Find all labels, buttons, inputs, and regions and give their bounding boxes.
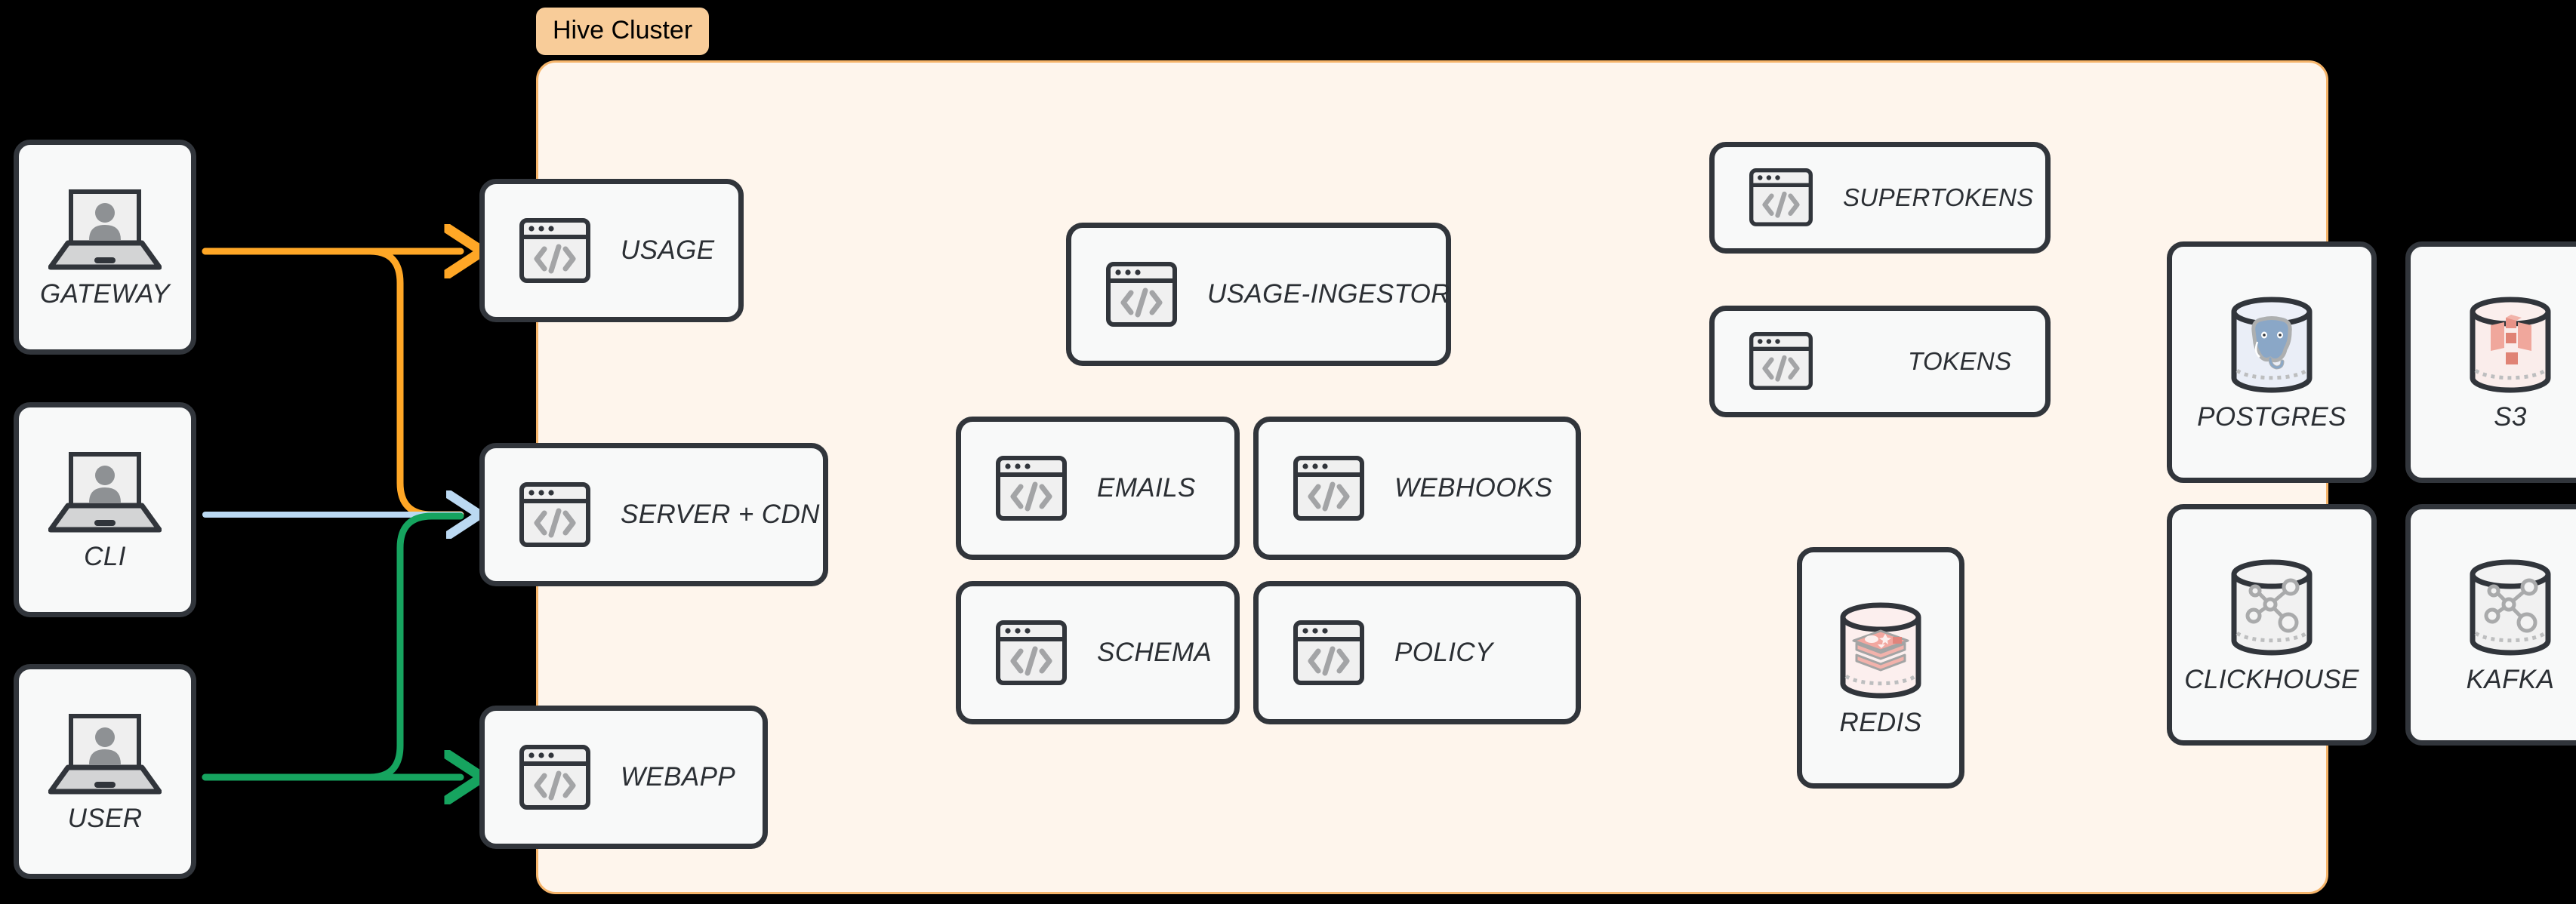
service-node-supertokens[interactable]: SUPERTOKENS (1709, 142, 2051, 254)
datastore-label: POSTGRES (2197, 402, 2346, 432)
service-node-emails[interactable]: EMAILS (956, 417, 1240, 560)
datastore-label: S3 (2494, 402, 2527, 432)
code-window-icon (996, 620, 1067, 685)
code-window-icon (519, 482, 590, 547)
service-node-webapp[interactable]: WEBAPP (479, 706, 768, 849)
client-node-user[interactable]: USER (14, 664, 196, 879)
code-window-icon (1106, 262, 1177, 327)
client-label: GATEWAY (40, 278, 170, 309)
code-window-icon (1293, 456, 1364, 521)
edge-gateway-server-cdn (202, 248, 464, 518)
client-label: CLI (84, 541, 126, 571)
service-label: USAGE-INGESTOR (1207, 279, 1450, 309)
code-window-icon (519, 218, 590, 283)
laptop-user-icon (48, 186, 162, 275)
client-node-cli[interactable]: CLI (14, 402, 196, 617)
client-label: USER (67, 803, 143, 833)
datastore-node-clickhouse[interactable]: CLICKHOUSE (2167, 504, 2377, 746)
datastore-node-redis[interactable]: REDIS (1797, 547, 1964, 789)
code-window-icon (996, 456, 1067, 521)
service-label: EMAILS (1097, 473, 1196, 503)
edge-user-server-cdn (202, 512, 464, 781)
datastore-node-postgres[interactable]: POSTGRES (2167, 241, 2377, 483)
postgres-cylinder-icon (2223, 292, 2320, 398)
service-label: POLICY (1394, 638, 1493, 667)
service-node-policy[interactable]: POLICY (1253, 581, 1581, 724)
service-node-usage[interactable]: USAGE (479, 179, 744, 322)
service-label: WEBAPP (621, 762, 736, 792)
service-label: SCHEMA (1097, 638, 1213, 667)
datastore-label: CLICKHOUSE (2184, 665, 2359, 694)
network-cylinder-icon (2462, 555, 2559, 660)
s3-cylinder-icon (2462, 292, 2559, 398)
datastore-label: REDIS (1839, 708, 1922, 737)
network-cylinder-icon (2223, 555, 2320, 660)
service-node-schema[interactable]: SCHEMA (956, 581, 1240, 724)
service-node-usage-ingestor[interactable]: USAGE-INGESTOR (1066, 223, 1451, 366)
datastore-node-kafka[interactable]: KAFKA (2405, 504, 2576, 746)
laptop-user-icon (48, 710, 162, 799)
service-label: USAGE (621, 235, 715, 265)
service-label: SUPERTOKENS (1843, 183, 2034, 211)
service-node-tokens[interactable]: TOKENS (1709, 306, 2051, 417)
service-node-server-cdn[interactable]: SERVER + CDN (479, 443, 828, 586)
datastore-node-s3[interactable]: S3 (2405, 241, 2576, 483)
service-label: SERVER + CDN (621, 500, 820, 529)
datastore-label: KAFKA (2466, 665, 2555, 694)
service-label: TOKENS (1908, 347, 2012, 375)
client-node-gateway[interactable]: GATEWAY (14, 140, 196, 355)
redis-cylinder-icon (1832, 598, 1929, 703)
code-window-icon (1293, 620, 1364, 685)
code-window-icon (1749, 168, 1813, 227)
code-window-icon (519, 745, 590, 810)
service-label: WEBHOOKS (1394, 473, 1553, 503)
code-window-icon (1749, 332, 1813, 391)
hive-cluster-badge: Hive Cluster (536, 8, 710, 55)
service-node-webhooks[interactable]: WEBHOOKS (1253, 417, 1581, 560)
laptop-user-icon (48, 448, 162, 537)
